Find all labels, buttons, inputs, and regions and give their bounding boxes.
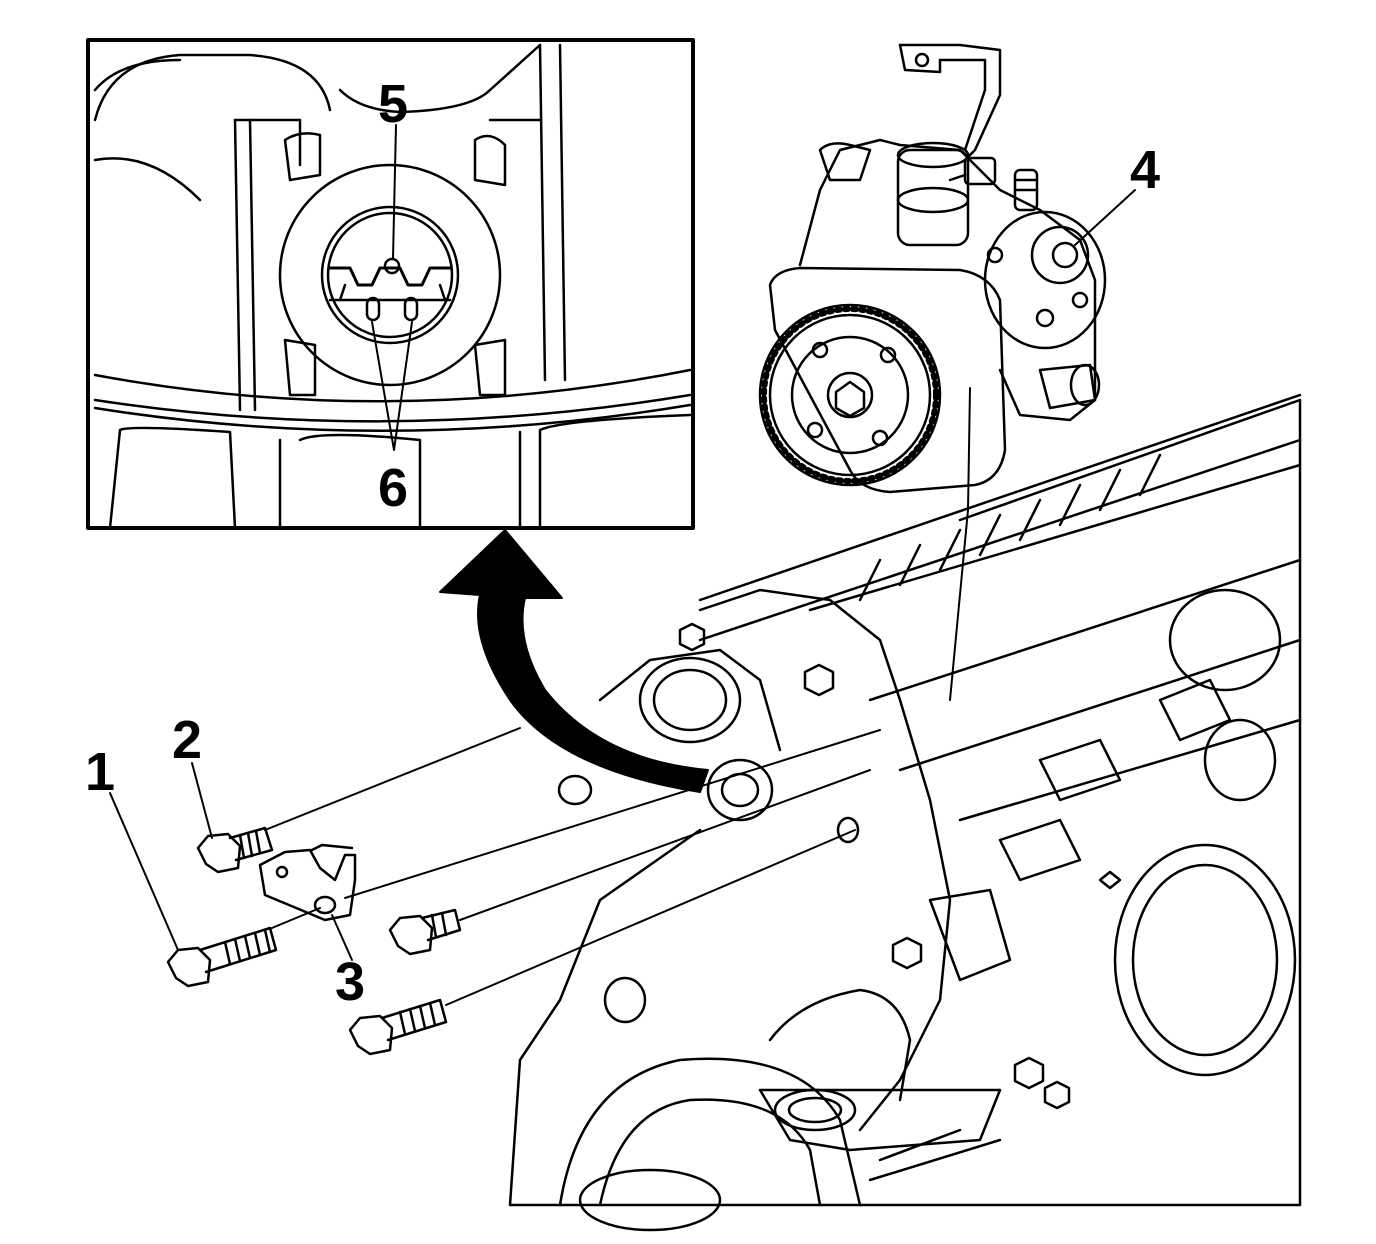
pump-drive-gear [758, 303, 942, 487]
bolt-middle [388, 908, 462, 956]
engine-block [508, 393, 1302, 1232]
bolt-lower [348, 998, 448, 1056]
drive-slot-teeth [328, 266, 452, 287]
inset-frame [86, 38, 695, 530]
bracket-3 [258, 843, 357, 922]
bolt-1 [166, 926, 278, 988]
callout-1: 1 [85, 742, 115, 802]
gear-nut [834, 380, 866, 418]
timing-dot [383, 257, 401, 275]
callout-4: 4 [1130, 140, 1160, 200]
callout-3: 3 [335, 952, 365, 1012]
callout-labels: 1 2 3 4 5 6 [85, 74, 1160, 1012]
detail-inset [86, 38, 695, 530]
fastener-set [166, 387, 971, 1056]
callout-5: 5 [378, 74, 408, 134]
timing-mark-right [403, 296, 419, 322]
timing-mark-left [365, 296, 381, 322]
callout-6: 6 [378, 458, 408, 518]
detail-arrow [439, 529, 709, 793]
callout-2: 2 [172, 710, 202, 770]
fuel-pump [758, 43, 1107, 494]
callout-leaders [109, 189, 1136, 961]
